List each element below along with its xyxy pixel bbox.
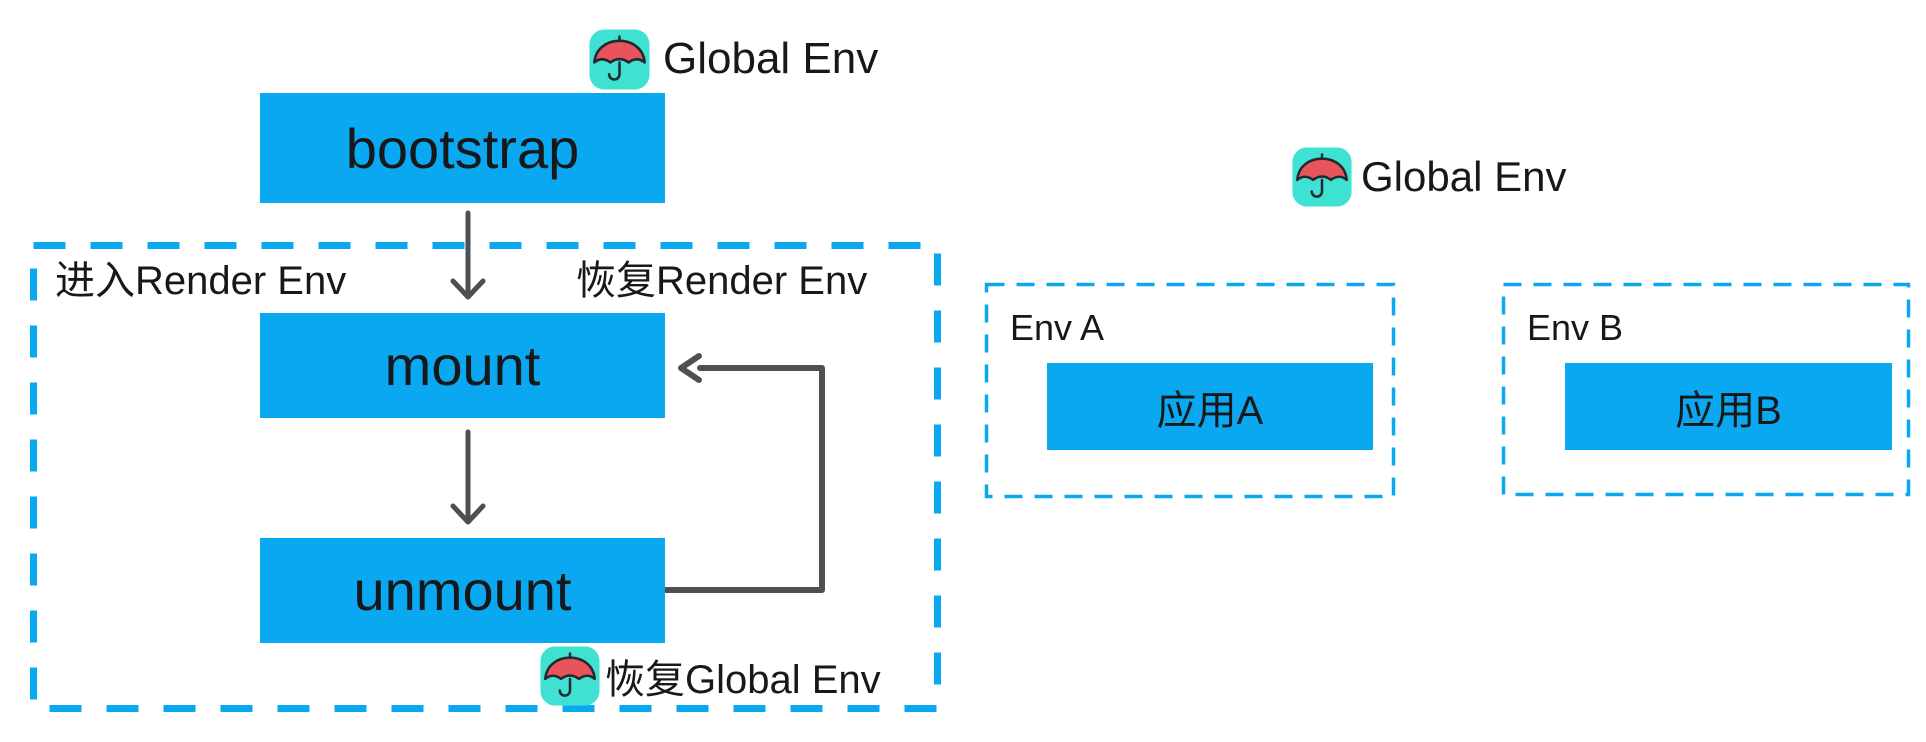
bootstrap-label: bootstrap [345,116,580,180]
mount-node: mount [260,313,665,418]
arrow-bootstrap-to-mount [450,210,486,300]
app-b-label: 应用B [1675,388,1782,433]
global-env-text: Global Env [1361,152,1567,200]
env-b-title: Env B [1527,307,1624,348]
global-env-label-right: Global Env [1291,145,1566,208]
app-a-node: 应用A [1047,363,1373,450]
arrow-unmount-to-mount-loop [663,353,825,593]
restore-render-env-label: 恢复Render Env [576,259,868,303]
bootstrap-node: bootstrap [260,93,665,203]
app-a-label: 应用A [1156,388,1264,433]
umbrella-icon [539,645,601,707]
global-env-label-top: Global Env [588,27,878,91]
unmount-label: unmount [353,559,572,622]
app-b-node: 应用B [1565,363,1892,450]
umbrella-icon [1291,146,1353,208]
umbrella-icon [588,28,651,91]
arrow-mount-to-unmount [450,429,486,525]
enter-render-env-label: 进入Render Env [55,259,347,303]
restore-global-env-label: 恢复Global Env [539,644,881,707]
restore-global-env-text: 恢复Global Env [605,657,881,702]
global-env-text: Global Env [663,34,879,83]
unmount-node: unmount [260,538,665,643]
mount-label: mount [384,334,541,397]
env-a-title: Env A [1010,307,1105,348]
